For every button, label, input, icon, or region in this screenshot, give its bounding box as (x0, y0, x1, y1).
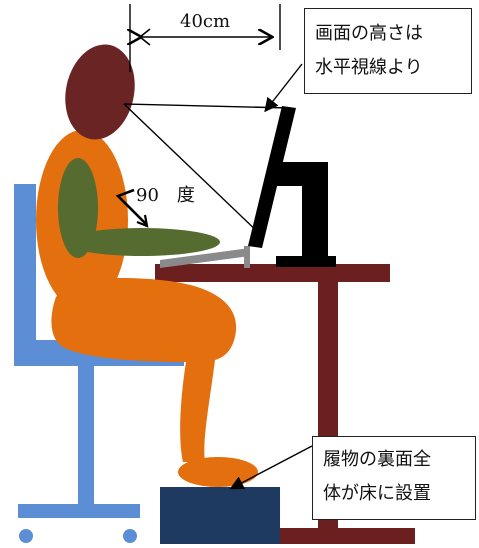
chair-wheel-left (19, 529, 33, 543)
chair-base (18, 504, 140, 518)
chair-wheel-right (123, 529, 137, 543)
screen-callout-pointer (264, 63, 303, 113)
person-foot (178, 457, 258, 487)
angle-label: 90 度 (136, 185, 195, 206)
desk-top (155, 264, 390, 282)
footrest (160, 487, 280, 544)
horizontal-sight-line (123, 103, 291, 109)
desk (155, 264, 415, 544)
chair-back (14, 184, 36, 354)
screen-callout-line-2: 水平視線より (315, 57, 423, 78)
feet-callout-line-2: 体が床に設置 (323, 483, 431, 504)
footwear-callout: 履物の裏面全 体が床に設置 (312, 436, 476, 520)
person-forearm (64, 228, 220, 256)
downward-sight-line (123, 103, 263, 237)
feet-callout-pointer (229, 445, 313, 490)
distance-arrow-left-head (138, 28, 151, 46)
screen-height-callout: 画面の高さは 水平視線より (304, 8, 472, 94)
screen-callout-line-1: 画面の高さは (315, 23, 423, 44)
monitor-stand-neck (302, 186, 328, 258)
feet-callout-line-1: 履物の裏面全 (323, 449, 431, 470)
angle-mark-arrowhead (136, 214, 149, 228)
keyboard (160, 248, 250, 268)
chair-pole (78, 360, 94, 508)
monitor-stand-base (276, 256, 336, 267)
keyboard-stand (244, 246, 250, 268)
distance-label: 40cm (180, 11, 231, 32)
person-head (65, 44, 135, 140)
person-leg (51, 278, 237, 462)
angle-mark (115, 188, 147, 225)
monitor-stand-head (270, 162, 328, 186)
person (36, 44, 258, 487)
monitor (248, 106, 336, 267)
